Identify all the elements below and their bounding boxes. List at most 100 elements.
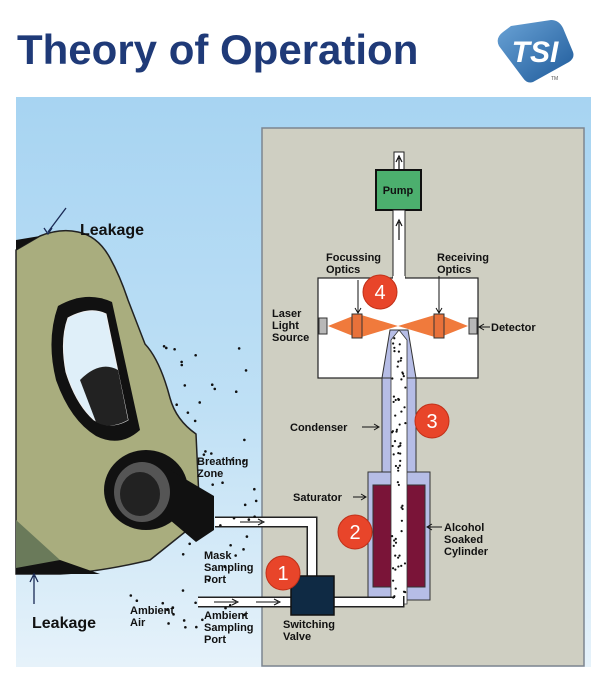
particle-dot (161, 601, 165, 605)
particle-dot (164, 346, 168, 350)
particle-dot (165, 608, 169, 612)
leakage-top-arrowhead-icon (43, 227, 53, 236)
detector-pointer-icon (478, 323, 490, 331)
particle-dot (399, 444, 402, 447)
ambient-sampling-label-line3: Port (204, 634, 226, 646)
switching-valve-label: Switching Valve (283, 619, 335, 643)
particle-dot (237, 347, 241, 350)
ambient-flow-arrow-icon (214, 598, 240, 606)
particle-dot (171, 606, 175, 609)
particle-dot (395, 428, 399, 431)
particle-dot (394, 464, 398, 468)
mask-sampling-label-line3: Port (204, 574, 226, 586)
particle-dot (183, 384, 187, 387)
particle-dot (243, 438, 246, 442)
particle-dot (210, 452, 213, 455)
step-badge-3-text: 3 (426, 411, 437, 433)
particle-dot (402, 590, 406, 593)
receiving-beam (398, 314, 468, 338)
gas-mask-illustration (15, 229, 214, 575)
particle-dot (194, 601, 197, 605)
particle-dot (188, 542, 191, 546)
particle-dot (395, 430, 398, 433)
particle-dot (234, 554, 237, 557)
laser-source-block (318, 317, 328, 335)
focussing-optics-pointer-icon (354, 280, 362, 314)
breathing-zone-label-line1: Breathing (197, 456, 248, 468)
receiving-optics-label-line2: Optics (437, 264, 471, 276)
particle-dot (399, 359, 402, 362)
particle-dot (184, 625, 187, 629)
column-particles (390, 337, 407, 599)
particle-dot (173, 347, 176, 351)
particle-dot (394, 541, 398, 544)
logo-text: TSI (512, 36, 559, 69)
particle-dot (195, 625, 198, 629)
ambient-sampling-label-line1: Ambient (204, 610, 248, 622)
saturator-pointer-icon (353, 493, 367, 501)
particle-dot (254, 499, 258, 503)
particle-dot (202, 453, 206, 456)
page-title: Theory of Operation (17, 26, 419, 73)
particle-dot (398, 343, 401, 346)
ambient-sampling-label-line2: Sampling (204, 622, 254, 634)
particle-dot (181, 589, 185, 592)
particle-dot (403, 406, 406, 409)
receiving-lens (433, 313, 445, 339)
laser-label-line1: Laser (272, 308, 302, 320)
particle-dot (204, 450, 207, 453)
particle-dot (396, 365, 399, 368)
receiving-optics-label-line1: Receiving (437, 252, 489, 264)
logo-diamond-shape (497, 20, 574, 83)
particle-dot (392, 596, 395, 599)
switching-valve-label-line1: Switching (283, 619, 335, 631)
particle-dot (393, 346, 396, 349)
particle-dot (400, 564, 403, 567)
tsi-logo: TSI TM (497, 20, 574, 83)
particle-dot (219, 524, 222, 527)
particle-dot (394, 398, 397, 402)
logo-trademark: TM (551, 76, 558, 82)
valve-outlet-tube (334, 596, 403, 606)
condenser-pointer-icon (362, 423, 380, 431)
particle-dot (394, 568, 397, 571)
particle-dot (391, 430, 394, 433)
particle-dot (242, 459, 246, 462)
particle-dot (182, 619, 186, 622)
aerosol-flow-channel (390, 329, 408, 605)
particle-dot (402, 375, 405, 378)
particle-dot (397, 445, 400, 448)
particle-dot (398, 464, 401, 467)
particle-dot (391, 567, 395, 570)
ambient-sampling-port-label: Ambient Sampling Port (204, 610, 254, 646)
particle-dot (400, 356, 403, 360)
particle-dot (393, 337, 396, 340)
particle-dot (398, 423, 401, 426)
particle-dot (242, 613, 246, 617)
particle-dot (399, 459, 402, 462)
step-badge-1-text: 1 (277, 563, 288, 585)
particle-dot (223, 565, 227, 569)
particle-dot (234, 390, 238, 394)
alcohol-label-line2: Soaked (444, 534, 483, 546)
condenser-label: Condenser (290, 422, 348, 434)
particle-dot (399, 442, 402, 445)
step-badge-1: 1 (265, 555, 301, 591)
particle-dot (180, 363, 184, 367)
particle-dot (403, 562, 407, 565)
particle-dot (167, 622, 170, 625)
leakage-bottom-arrow-icon (29, 572, 39, 604)
particle-dot (397, 452, 400, 455)
focussing-optics-label: Focussing Optics (326, 252, 381, 276)
particle-dot (404, 386, 407, 389)
particle-dot (398, 554, 401, 557)
particle-dot (172, 613, 175, 616)
particle-dot (193, 419, 197, 423)
particle-dot (400, 530, 403, 533)
particle-dot (393, 539, 396, 542)
mask-hood-edge (16, 236, 40, 250)
particle-dot (399, 452, 402, 455)
particle-dot (253, 487, 256, 491)
particle-dot (404, 422, 407, 425)
